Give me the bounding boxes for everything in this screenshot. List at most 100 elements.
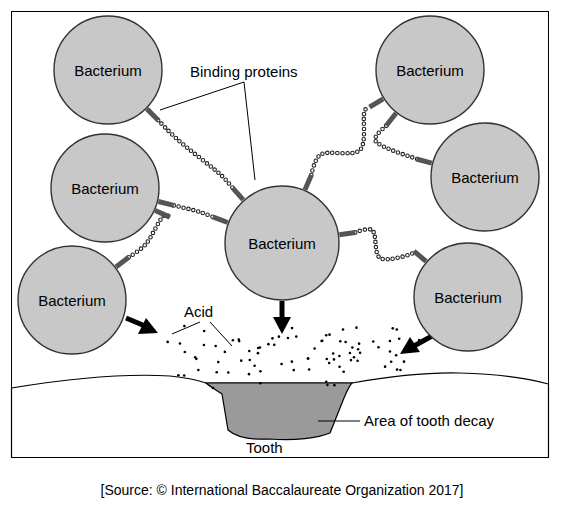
acid-dot bbox=[308, 368, 311, 371]
bacterium-cell: Bacterium bbox=[17, 245, 127, 355]
acid-dot bbox=[326, 384, 329, 387]
acid-dot bbox=[398, 337, 401, 340]
cell-circle bbox=[431, 123, 539, 231]
chain-beads bbox=[158, 120, 232, 188]
acid-dot bbox=[389, 350, 392, 353]
acid-dot bbox=[183, 374, 186, 377]
acid-dot bbox=[351, 346, 354, 349]
acid-dot bbox=[357, 348, 360, 351]
part-label: Acid bbox=[184, 303, 213, 320]
arrow-shaft bbox=[126, 318, 145, 326]
acid-dot bbox=[179, 342, 182, 345]
frame bbox=[12, 12, 549, 458]
acid-dot bbox=[350, 359, 353, 362]
cell-label: Bacterium bbox=[248, 235, 316, 252]
acid-dot bbox=[344, 341, 347, 344]
acid-dot bbox=[342, 370, 345, 373]
binding-protein-chain bbox=[147, 109, 243, 200]
acid-dot bbox=[377, 346, 380, 349]
acid-dot bbox=[292, 369, 295, 372]
binding-protein bbox=[339, 232, 355, 234]
acid-dot bbox=[396, 368, 399, 371]
chain-beads-inner bbox=[174, 205, 213, 216]
arrow-head bbox=[400, 337, 420, 354]
acid-dot bbox=[184, 351, 187, 354]
acid-dot bbox=[212, 387, 215, 390]
acid-dot bbox=[321, 340, 324, 343]
cell-circle bbox=[54, 16, 162, 124]
chain-beads bbox=[355, 229, 415, 259]
acid-dot bbox=[271, 337, 274, 340]
acid-dot bbox=[248, 350, 251, 353]
acid-dot bbox=[287, 337, 290, 340]
acid-dot bbox=[353, 356, 356, 359]
cell-circle bbox=[225, 186, 339, 300]
arrow-shaft bbox=[414, 336, 432, 346]
acid-dot bbox=[295, 335, 298, 338]
source-caption: [Source: © International Baccalaureate O… bbox=[0, 482, 564, 498]
part-label: Area of tooth decay bbox=[364, 412, 494, 429]
acid-dot bbox=[238, 340, 241, 343]
leader-line bbox=[318, 421, 360, 422]
bacterium-cell: Bacterium bbox=[224, 185, 340, 301]
acid-dot bbox=[403, 360, 406, 363]
cell-label: Bacterium bbox=[451, 169, 519, 186]
acid-dot bbox=[257, 352, 260, 355]
acid-dot bbox=[342, 328, 345, 331]
acid-dot bbox=[177, 374, 180, 377]
binding-protein bbox=[416, 159, 431, 163]
acid-dot bbox=[325, 381, 328, 384]
acid-dot bbox=[224, 351, 227, 354]
acid-dot bbox=[389, 340, 392, 343]
acid-dot bbox=[307, 357, 310, 360]
acid-dot bbox=[332, 352, 335, 355]
acid-dot bbox=[203, 344, 206, 347]
acid-dot bbox=[232, 339, 235, 342]
acid-dot bbox=[273, 344, 276, 347]
acid-dot bbox=[307, 357, 310, 360]
acid-dot bbox=[333, 384, 336, 387]
cell-label: Bacterium bbox=[38, 292, 106, 309]
acid-dot bbox=[194, 356, 197, 359]
cell-circle bbox=[376, 16, 484, 124]
acid-dot bbox=[333, 358, 336, 361]
tooth-decay bbox=[206, 383, 352, 440]
acid-dot bbox=[395, 328, 398, 331]
cell-label: Bacterium bbox=[71, 180, 139, 197]
cell-circle bbox=[414, 243, 522, 351]
arrow-shaft bbox=[280, 301, 285, 318]
chain-beads bbox=[311, 107, 369, 175]
acid-dot bbox=[259, 370, 262, 373]
acid-dot bbox=[278, 335, 281, 338]
part-label: Binding proteins bbox=[190, 63, 298, 80]
binding-protein bbox=[158, 201, 174, 205]
acid-dot bbox=[253, 364, 256, 367]
acid-dot bbox=[203, 330, 206, 333]
binding-protein bbox=[116, 257, 129, 267]
acid-dot bbox=[384, 365, 387, 368]
binding-protein bbox=[147, 109, 158, 120]
tooth-surface bbox=[12, 373, 549, 458]
acid-dot bbox=[359, 352, 362, 355]
acid-dot bbox=[215, 371, 218, 374]
acid-dot bbox=[372, 340, 375, 343]
acid-dot bbox=[197, 369, 200, 372]
acid-dot bbox=[339, 340, 342, 343]
leader-line bbox=[172, 322, 200, 334]
chain-beads bbox=[375, 126, 420, 160]
leader-line bbox=[244, 82, 255, 180]
leader-line bbox=[160, 82, 244, 110]
connectors bbox=[116, 99, 432, 267]
bacterium-cell: Bacterium bbox=[50, 133, 160, 243]
cell-circle bbox=[18, 246, 126, 354]
acid-dot bbox=[395, 354, 398, 357]
acid-dot bbox=[355, 326, 358, 329]
acid-dot bbox=[390, 360, 393, 363]
cell-label: Bacterium bbox=[396, 62, 464, 79]
arrow-head bbox=[138, 318, 158, 334]
acid-dot bbox=[267, 343, 270, 346]
leader-line bbox=[210, 322, 232, 346]
binding-protein bbox=[155, 211, 170, 218]
binding-protein bbox=[414, 251, 426, 261]
